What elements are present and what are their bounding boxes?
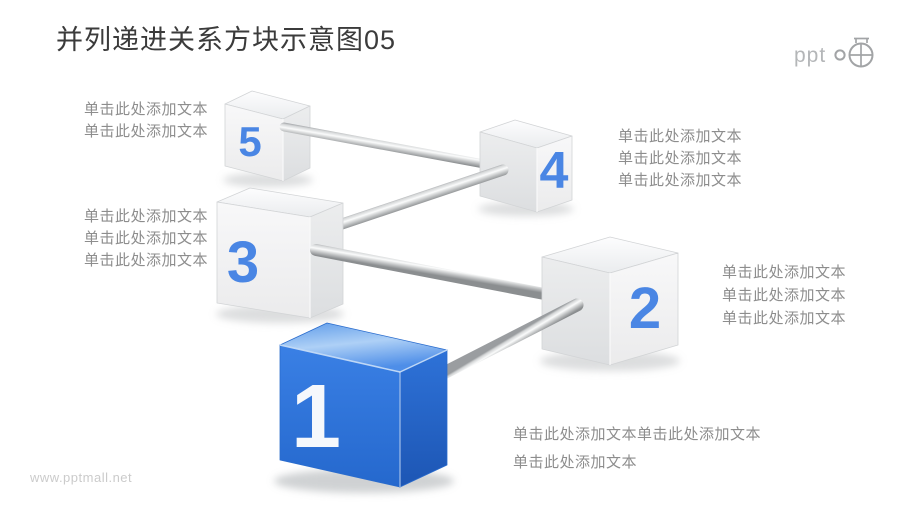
text-placeholder[interactable]: 单击此处添加文本 [513, 454, 638, 471]
text-placeholder[interactable]: 单击此处添加文本 [722, 310, 847, 327]
cube-1-number: 1 [291, 367, 341, 467]
watermark: www.pptmall.net [30, 470, 133, 485]
connector-rod-4-3 [324, 164, 509, 234]
caption-node-2: 单击此处添加文本 单击此处添加文本 单击此处添加文本 [722, 261, 846, 330]
connector-rod-2-1 [435, 298, 584, 381]
connector-rod-3-2 [310, 244, 561, 302]
caption-node-5: 单击此处添加文本 单击此处添加文本 [84, 99, 208, 143]
text-placeholder[interactable]: 单击此处添加文本 [618, 172, 743, 189]
pptmall-logo: ppt [792, 34, 882, 81]
text-placeholder[interactable]: 单击此处添加文本 [83, 101, 208, 118]
cube-3-number: 3 [227, 230, 259, 295]
page-title: 并列递进关系方块示意图05 [56, 25, 397, 55]
cube-node-4: 4 [478, 119, 574, 216]
text-placeholder[interactable]: 单击此处添加文本 [618, 150, 743, 167]
text-placeholder[interactable]: 单击此处添加文本 [618, 128, 743, 145]
logo-text: ppt [794, 44, 826, 67]
cube-1-side-face [399, 349, 448, 488]
cube-1-top-edge-highlight [279, 344, 401, 373]
text-placeholder[interactable]: 单击此处添加文本 [83, 123, 208, 140]
cube-node-3: 3 [216, 187, 344, 323]
cube-node-1: 1 [274, 322, 454, 493]
caption-node-3: 单击此处添加文本 单击此处添加文本 单击此处添加文本 [84, 206, 208, 272]
compass-circle-icon [834, 37, 874, 68]
cube-3-side-face [309, 202, 344, 319]
cube-node-5: 5 [223, 90, 313, 187]
text-placeholder[interactable]: 单击此处添加文本 [83, 230, 208, 247]
text-placeholder[interactable]: 单击此处添加文本 [83, 208, 208, 225]
text-placeholder[interactable]: 单击此处添加文本 [722, 287, 847, 304]
cube-5-number: 5 [238, 118, 261, 165]
caption-node-4: 单击此处添加文本 单击此处添加文本 单击此处添加文本 [618, 126, 742, 192]
logo-graphic: ppt [794, 37, 874, 68]
text-placeholder[interactable]: 单击此处添加文本 [83, 252, 208, 269]
cube-node-2: 2 [540, 236, 680, 371]
text-placeholder[interactable]: 单击此处添加文本 [722, 264, 847, 281]
cube-5-side-face [282, 105, 311, 182]
cube-2-number: 2 [629, 276, 661, 341]
text-placeholder[interactable]: 单击此处添加文本单击此处添加文本 [513, 426, 762, 443]
cube-4-number: 4 [540, 142, 569, 200]
caption-node-1: 单击此处添加文本单击此处添加文本 单击此处添加文本 [513, 421, 761, 477]
cube-1-top-edge-highlight-2 [399, 349, 448, 373]
connector-rod-5-4 [279, 122, 505, 172]
